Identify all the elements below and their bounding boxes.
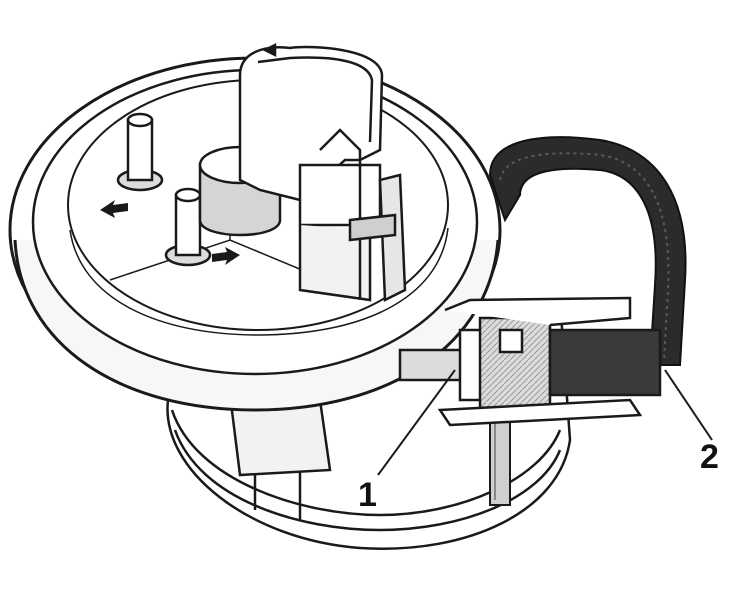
connector-housing <box>238 42 407 302</box>
fuel-port-return <box>116 112 164 192</box>
callout-label-2: 2 <box>700 438 719 476</box>
pressure-sensor <box>398 296 662 427</box>
flow-arrow-out-icon <box>100 200 128 218</box>
callout-label-1: 1 <box>358 476 377 514</box>
wiring-hose <box>488 136 687 366</box>
flow-arrow-in-icon <box>212 247 240 265</box>
callout-leaders <box>377 369 713 476</box>
leader-line-1 <box>377 369 456 476</box>
leader-line-2 <box>664 369 713 441</box>
fuel-port-supply <box>164 187 212 267</box>
